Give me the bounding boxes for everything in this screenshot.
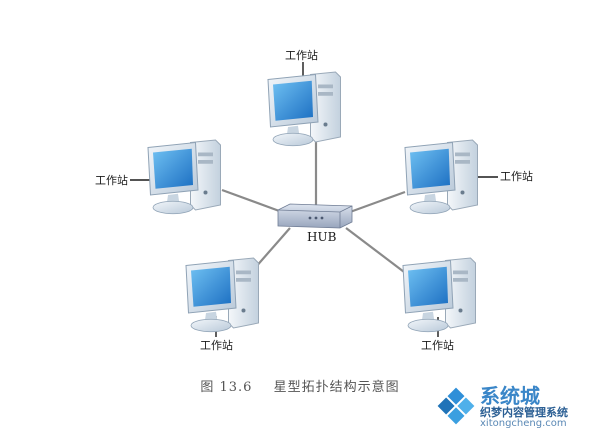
windows-logo-icon <box>437 387 475 425</box>
watermark-subtitle: 织梦内容管理系统 <box>480 406 568 419</box>
watermark-domain: xitongcheng.com <box>480 418 567 429</box>
watermark-title: 系统城 <box>480 384 540 408</box>
hub-device <box>277 203 353 229</box>
figure-caption: 图 13.6 星型拓扑结构示意图 <box>0 376 600 395</box>
workstation-top <box>267 71 342 147</box>
workstation-bottom-left <box>185 257 260 333</box>
node-label-left: 工作站 <box>95 174 128 187</box>
hub-label: HUB <box>307 230 337 244</box>
node-label-right: 工作站 <box>500 170 533 183</box>
caption-text: 星型拓扑结构示意图 <box>273 380 400 395</box>
node-label-top: 工作站 <box>285 49 318 62</box>
workstation-left <box>147 139 222 215</box>
node-label-bottom-left: 工作站 <box>200 339 233 352</box>
link-bottom-right <box>345 227 413 279</box>
workstation-right <box>404 139 479 215</box>
link-left <box>221 188 283 214</box>
workstation-bottom-right <box>402 257 477 333</box>
link-right <box>349 190 406 214</box>
site-watermark: 系统城 织梦内容管理系统 xitongcheng.com <box>434 378 594 436</box>
node-label-bottom-right: 工作站 <box>421 339 454 352</box>
caption-number: 图 13.6 <box>200 380 253 395</box>
